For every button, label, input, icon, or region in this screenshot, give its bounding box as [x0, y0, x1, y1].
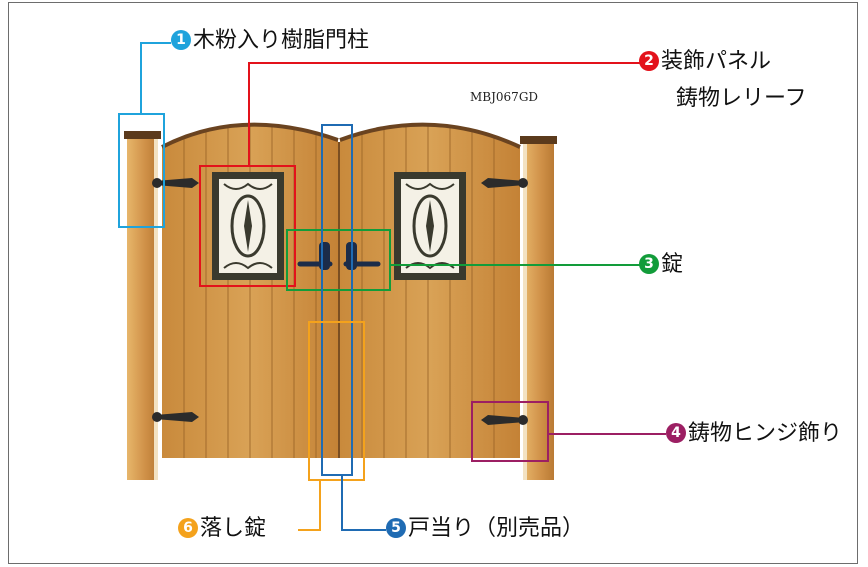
- highlight-box-3: [286, 229, 391, 291]
- decorative-panel-right: [394, 172, 466, 280]
- callout-2-line1: 装飾パネル: [661, 49, 772, 74]
- callout-5-badge: 5: [386, 518, 406, 538]
- callout-5-text: 戸当り（別売品）: [408, 516, 585, 541]
- gate-post-right: [520, 136, 557, 480]
- callout-1-badge: 1: [171, 30, 191, 50]
- leader-line-2: [248, 62, 640, 166]
- callout-4-badge: 4: [666, 423, 686, 443]
- callout-4-text: 鋳物ヒンジ飾り: [688, 421, 843, 446]
- callout-3-badge: 3: [639, 254, 659, 274]
- highlight-box-6: [308, 321, 365, 481]
- callout-6-badge: 6: [178, 518, 198, 538]
- callout-6-text: 落し錠: [200, 516, 267, 541]
- leader-line-1: [140, 42, 171, 114]
- callout-2-badge: 2: [639, 51, 659, 71]
- callout-1-text: 木粉入り樹脂門柱: [193, 28, 370, 53]
- diagram-frame: [8, 2, 858, 564]
- leader-line-6: [298, 480, 321, 531]
- decorative-panel-left: [212, 172, 284, 280]
- highlight-box-4: [471, 401, 549, 462]
- hinge-ornaments: [152, 178, 528, 425]
- callout-2-line2: 鋳物レリーフ: [676, 86, 807, 111]
- highlight-box-2: [199, 165, 296, 287]
- leader-line-5: [341, 475, 386, 531]
- model-code: MBJ067GD: [470, 90, 539, 104]
- highlight-box-5: [321, 124, 353, 476]
- callout-3-text: 錠: [661, 252, 684, 277]
- gate-post-left: [124, 131, 161, 480]
